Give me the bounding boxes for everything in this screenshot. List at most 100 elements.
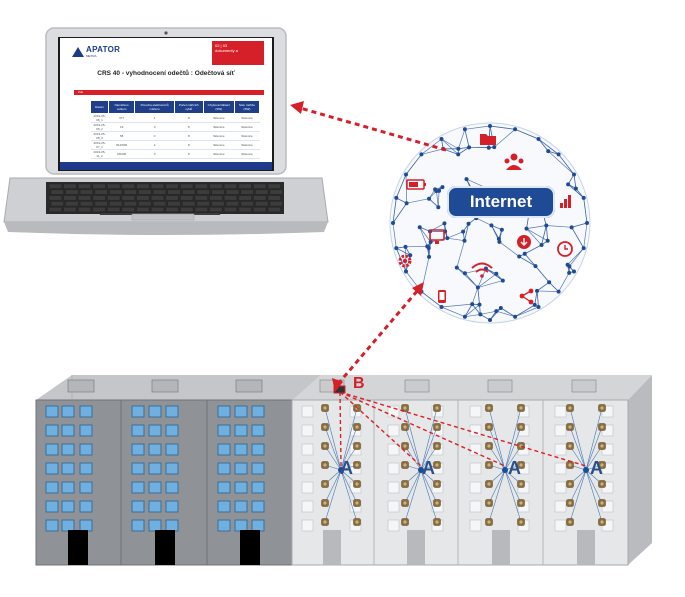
keyboard-key xyxy=(240,201,254,207)
keyboard-key xyxy=(107,195,121,201)
keyboard-key xyxy=(109,189,123,195)
building-window xyxy=(165,462,179,475)
globe-link xyxy=(464,273,479,288)
globe-node xyxy=(440,185,445,190)
globe-node xyxy=(532,302,537,307)
meter-icon xyxy=(321,461,329,469)
globe-node xyxy=(581,246,586,251)
uplink-arrow-to-laptop xyxy=(299,106,447,152)
concentrator-node xyxy=(583,467,589,473)
globe-link xyxy=(405,154,422,175)
signal-bars-icon xyxy=(560,195,571,208)
building-door-5 xyxy=(407,530,425,565)
mesh-link xyxy=(420,445,438,471)
globe-link xyxy=(558,154,575,175)
globe-link xyxy=(546,225,572,228)
table-cell: Sklenice xyxy=(203,122,235,132)
building-window xyxy=(79,405,93,418)
globe-node xyxy=(462,271,467,276)
globe-link xyxy=(396,247,411,256)
table-cell: 2019-05-08_3 xyxy=(90,131,109,141)
mesh-link xyxy=(585,407,603,471)
wifi-icon xyxy=(471,262,493,278)
globe-node xyxy=(466,221,471,226)
building-window xyxy=(61,443,75,456)
globe-node xyxy=(536,305,541,310)
meter-icon xyxy=(401,480,409,488)
meter-icon xyxy=(598,480,606,488)
concentrator-label: A xyxy=(590,458,603,478)
keyboard-key xyxy=(138,201,152,207)
keyboard-key xyxy=(253,207,267,212)
building-window xyxy=(148,443,162,456)
building-window xyxy=(217,405,231,418)
globe-node xyxy=(513,314,518,319)
building-door-3 xyxy=(240,530,260,565)
globe-link xyxy=(406,198,430,204)
building-window xyxy=(79,519,93,532)
building-window xyxy=(469,519,482,532)
globe-link xyxy=(447,231,464,239)
globe-node xyxy=(500,278,505,283)
meter-icon xyxy=(433,404,441,412)
keyboard-key xyxy=(153,201,166,207)
building-window xyxy=(387,481,400,494)
mesh-link xyxy=(585,469,603,504)
building-window xyxy=(165,481,179,494)
globe-link xyxy=(419,227,428,247)
building-window xyxy=(469,424,482,437)
meter-icon xyxy=(433,461,441,469)
globe-link xyxy=(583,197,588,224)
building-window xyxy=(251,462,265,475)
keyboard-key xyxy=(136,183,150,189)
globe-node xyxy=(572,269,577,274)
globe-link xyxy=(526,228,542,246)
gateway-link xyxy=(339,391,422,467)
building-window xyxy=(301,462,314,475)
building-window xyxy=(61,481,75,494)
meter-icon xyxy=(321,480,329,488)
globe-node xyxy=(456,146,461,151)
building-window xyxy=(469,481,482,494)
table-cell: 0 xyxy=(134,131,175,141)
globe-link xyxy=(437,190,440,208)
meter-icon xyxy=(353,423,361,431)
building-window xyxy=(165,405,179,418)
globe-node xyxy=(428,239,433,244)
concentrator-label: A xyxy=(508,458,521,478)
building-window xyxy=(79,462,93,475)
mesh-link xyxy=(420,469,438,523)
globe-link xyxy=(496,310,516,318)
globe-link xyxy=(571,222,588,228)
globe-node xyxy=(462,314,467,319)
globe-node xyxy=(403,172,408,177)
globe-link xyxy=(534,290,538,305)
globe-link xyxy=(464,314,481,318)
keyboard-key xyxy=(255,189,269,195)
globe-node xyxy=(404,201,409,206)
globe-link xyxy=(477,287,480,305)
mesh-link xyxy=(488,469,506,504)
table-cell: 2019-05-07_1 xyxy=(90,140,109,150)
globe-node xyxy=(494,271,499,276)
globe-link xyxy=(464,303,473,317)
building-window xyxy=(301,519,314,532)
meter-icon xyxy=(433,423,441,431)
globe-node xyxy=(569,225,574,230)
keyboard-key xyxy=(138,189,152,195)
building-window xyxy=(301,405,314,418)
globe-node xyxy=(489,223,494,228)
settings-gear-icon xyxy=(398,254,412,268)
building-window xyxy=(217,481,231,494)
table-cell: Sklenice xyxy=(203,131,235,141)
globe-node xyxy=(445,236,450,241)
keyboard-key xyxy=(123,189,137,195)
globe-node xyxy=(478,312,483,317)
table-header-cell: Stav měřiče (SW) xyxy=(233,100,261,114)
meter-icon xyxy=(353,480,361,488)
globe-link xyxy=(535,265,550,283)
meter-icon xyxy=(485,461,493,469)
globe-node xyxy=(403,244,408,249)
